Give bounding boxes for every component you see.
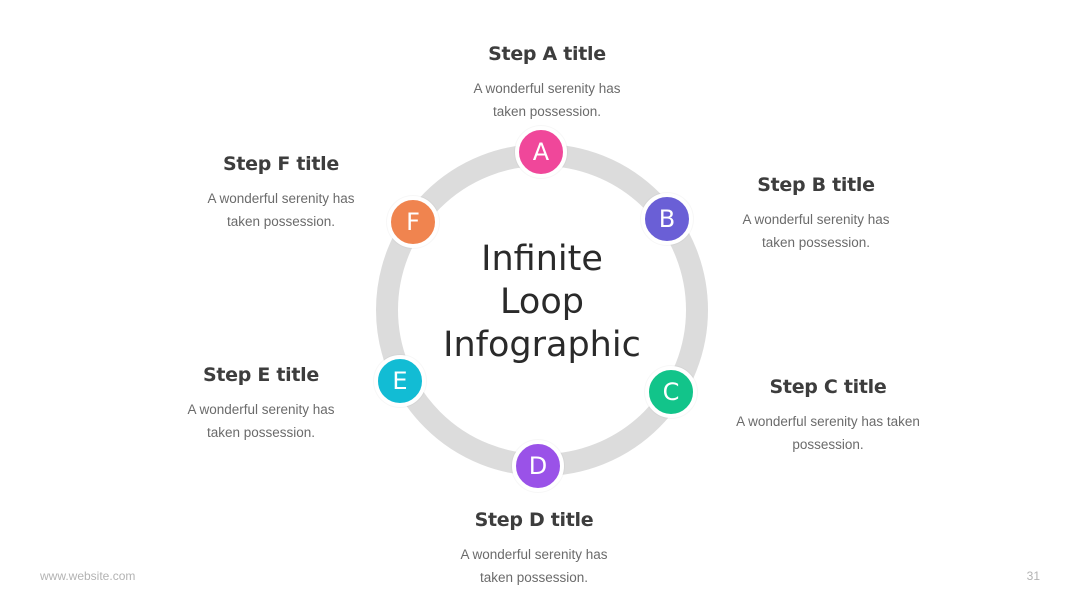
step-d-desc-line1: A wonderful serenity has: [460, 547, 608, 562]
step-a-title: Step A title: [488, 43, 606, 65]
step-f-desc-line1: A wonderful serenity has: [207, 191, 355, 206]
step-f-title: Step F title: [223, 153, 339, 175]
step-c: Step C title A wonderful serenity has ta…: [708, 376, 948, 456]
step-b-title: Step B title: [757, 174, 875, 196]
step-b-desc-line1: A wonderful serenity has: [742, 212, 890, 227]
step-b-desc-line2: taken possession.: [761, 235, 871, 250]
step-b: Step B title A wonderful serenity has ta…: [706, 174, 926, 254]
center-title-line1: Infinite: [481, 239, 603, 279]
node-c-letter: C: [662, 378, 680, 406]
center-title-line3: Infographic: [443, 325, 641, 365]
step-c-desc-line1: A wonderful serenity has taken: [736, 414, 920, 429]
footer-page-number: 31: [1026, 569, 1040, 583]
node-a: A: [515, 126, 567, 178]
step-f-desc-line2: taken possession.: [226, 214, 336, 229]
step-d: Step D title A wonderful serenity has ta…: [424, 509, 644, 589]
node-c: C: [645, 366, 697, 418]
node-b: B: [641, 193, 693, 245]
step-e-desc-line2: taken possession.: [206, 425, 316, 440]
node-e-letter: E: [392, 367, 408, 395]
node-d-letter: D: [528, 452, 548, 480]
footer-website: www.website.com: [40, 569, 136, 583]
step-e: Step E title A wonderful serenity has ta…: [151, 364, 371, 444]
step-d-title: Step D title: [474, 509, 594, 531]
node-f-letter: F: [406, 208, 420, 236]
node-e: E: [374, 355, 426, 407]
step-a-desc-line1: A wonderful serenity has: [473, 81, 621, 96]
step-c-title: Step C title: [769, 376, 887, 398]
node-b-letter: B: [658, 205, 676, 233]
center-title: Infinite Loop Infographic: [432, 238, 652, 367]
step-a: Step A title A wonderful serenity has ta…: [437, 43, 657, 123]
step-e-title: Step E title: [203, 364, 319, 386]
step-c-desc-line2: possession.: [792, 437, 864, 452]
center-title-line2: Loop: [500, 282, 584, 322]
node-a-letter: A: [532, 138, 550, 166]
node-f: F: [387, 196, 439, 248]
step-f: Step F title A wonderful serenity has ta…: [171, 153, 391, 233]
step-e-desc-line1: A wonderful serenity has: [187, 402, 335, 417]
step-a-desc-line2: taken possession.: [492, 104, 602, 119]
node-d: D: [512, 440, 564, 492]
step-d-desc-line2: taken possession.: [479, 570, 589, 585]
